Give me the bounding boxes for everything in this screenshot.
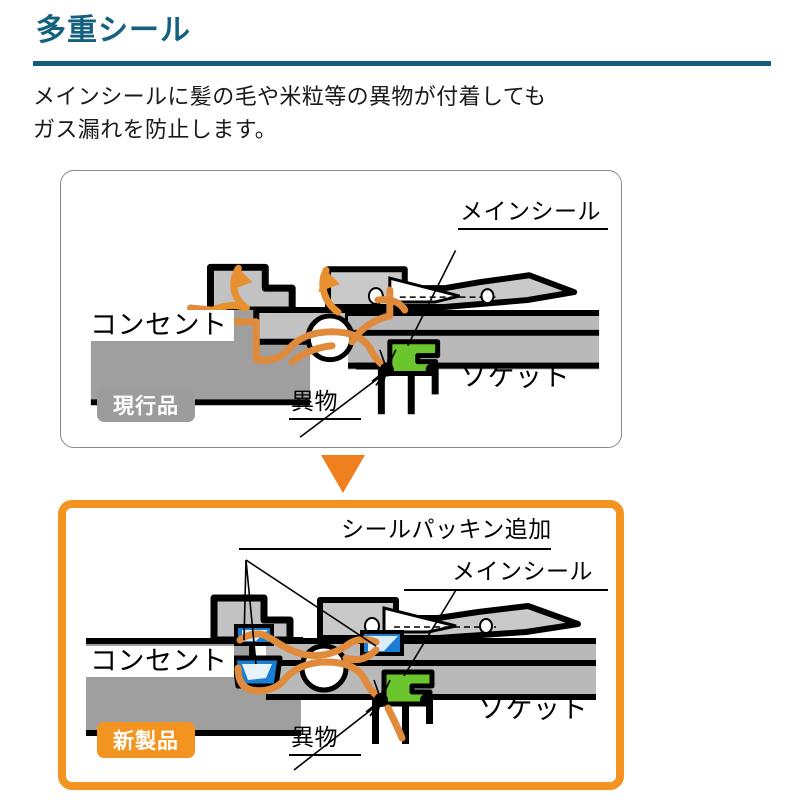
badge-current-product: 現行品 [97, 388, 195, 422]
flow-arrow [321, 455, 365, 493]
label-outlet-current: コンセント [84, 310, 234, 341]
label-debris-current: 異物 [291, 388, 338, 414]
label-socket-new: ソケット [478, 694, 588, 724]
label-main-seal-new: メインシール [452, 558, 593, 584]
leader-lines [299, 250, 457, 438]
leader-lines-new [243, 559, 457, 771]
label-packing-added-new: シールパッキン追加 [341, 516, 552, 542]
badge-new-product: 新製品 [97, 722, 195, 758]
label-socket-current: ソケット [460, 362, 570, 392]
page-title: 多重シール [36, 14, 191, 47]
label-debris-new-rule [289, 754, 361, 756]
debris-particle-new [365, 677, 391, 720]
main-seal-shape [387, 339, 441, 377]
triangle-down-icon [321, 455, 365, 493]
main-seal-shape-new [381, 669, 435, 707]
title-underline-rule [33, 61, 771, 66]
label-main-seal-current-rule [458, 228, 608, 230]
label-main-seal-current: メインシール [460, 198, 601, 224]
label-main-seal-new-rule [404, 589, 608, 591]
socket-body-group [325, 266, 600, 415]
label-debris-new: 異物 [291, 724, 338, 750]
description-text: メインシールに髪の毛や米粒等の異物が付着しても ガス漏れを防止します。 [33, 84, 547, 143]
label-packing-added-new-rule [239, 548, 551, 550]
debris-particle [371, 347, 397, 389]
diagram-current-svg [90, 250, 600, 438]
label-outlet-new: コンセント [84, 646, 234, 677]
label-debris-current-rule [289, 418, 361, 420]
gas-path-new [234, 630, 406, 742]
